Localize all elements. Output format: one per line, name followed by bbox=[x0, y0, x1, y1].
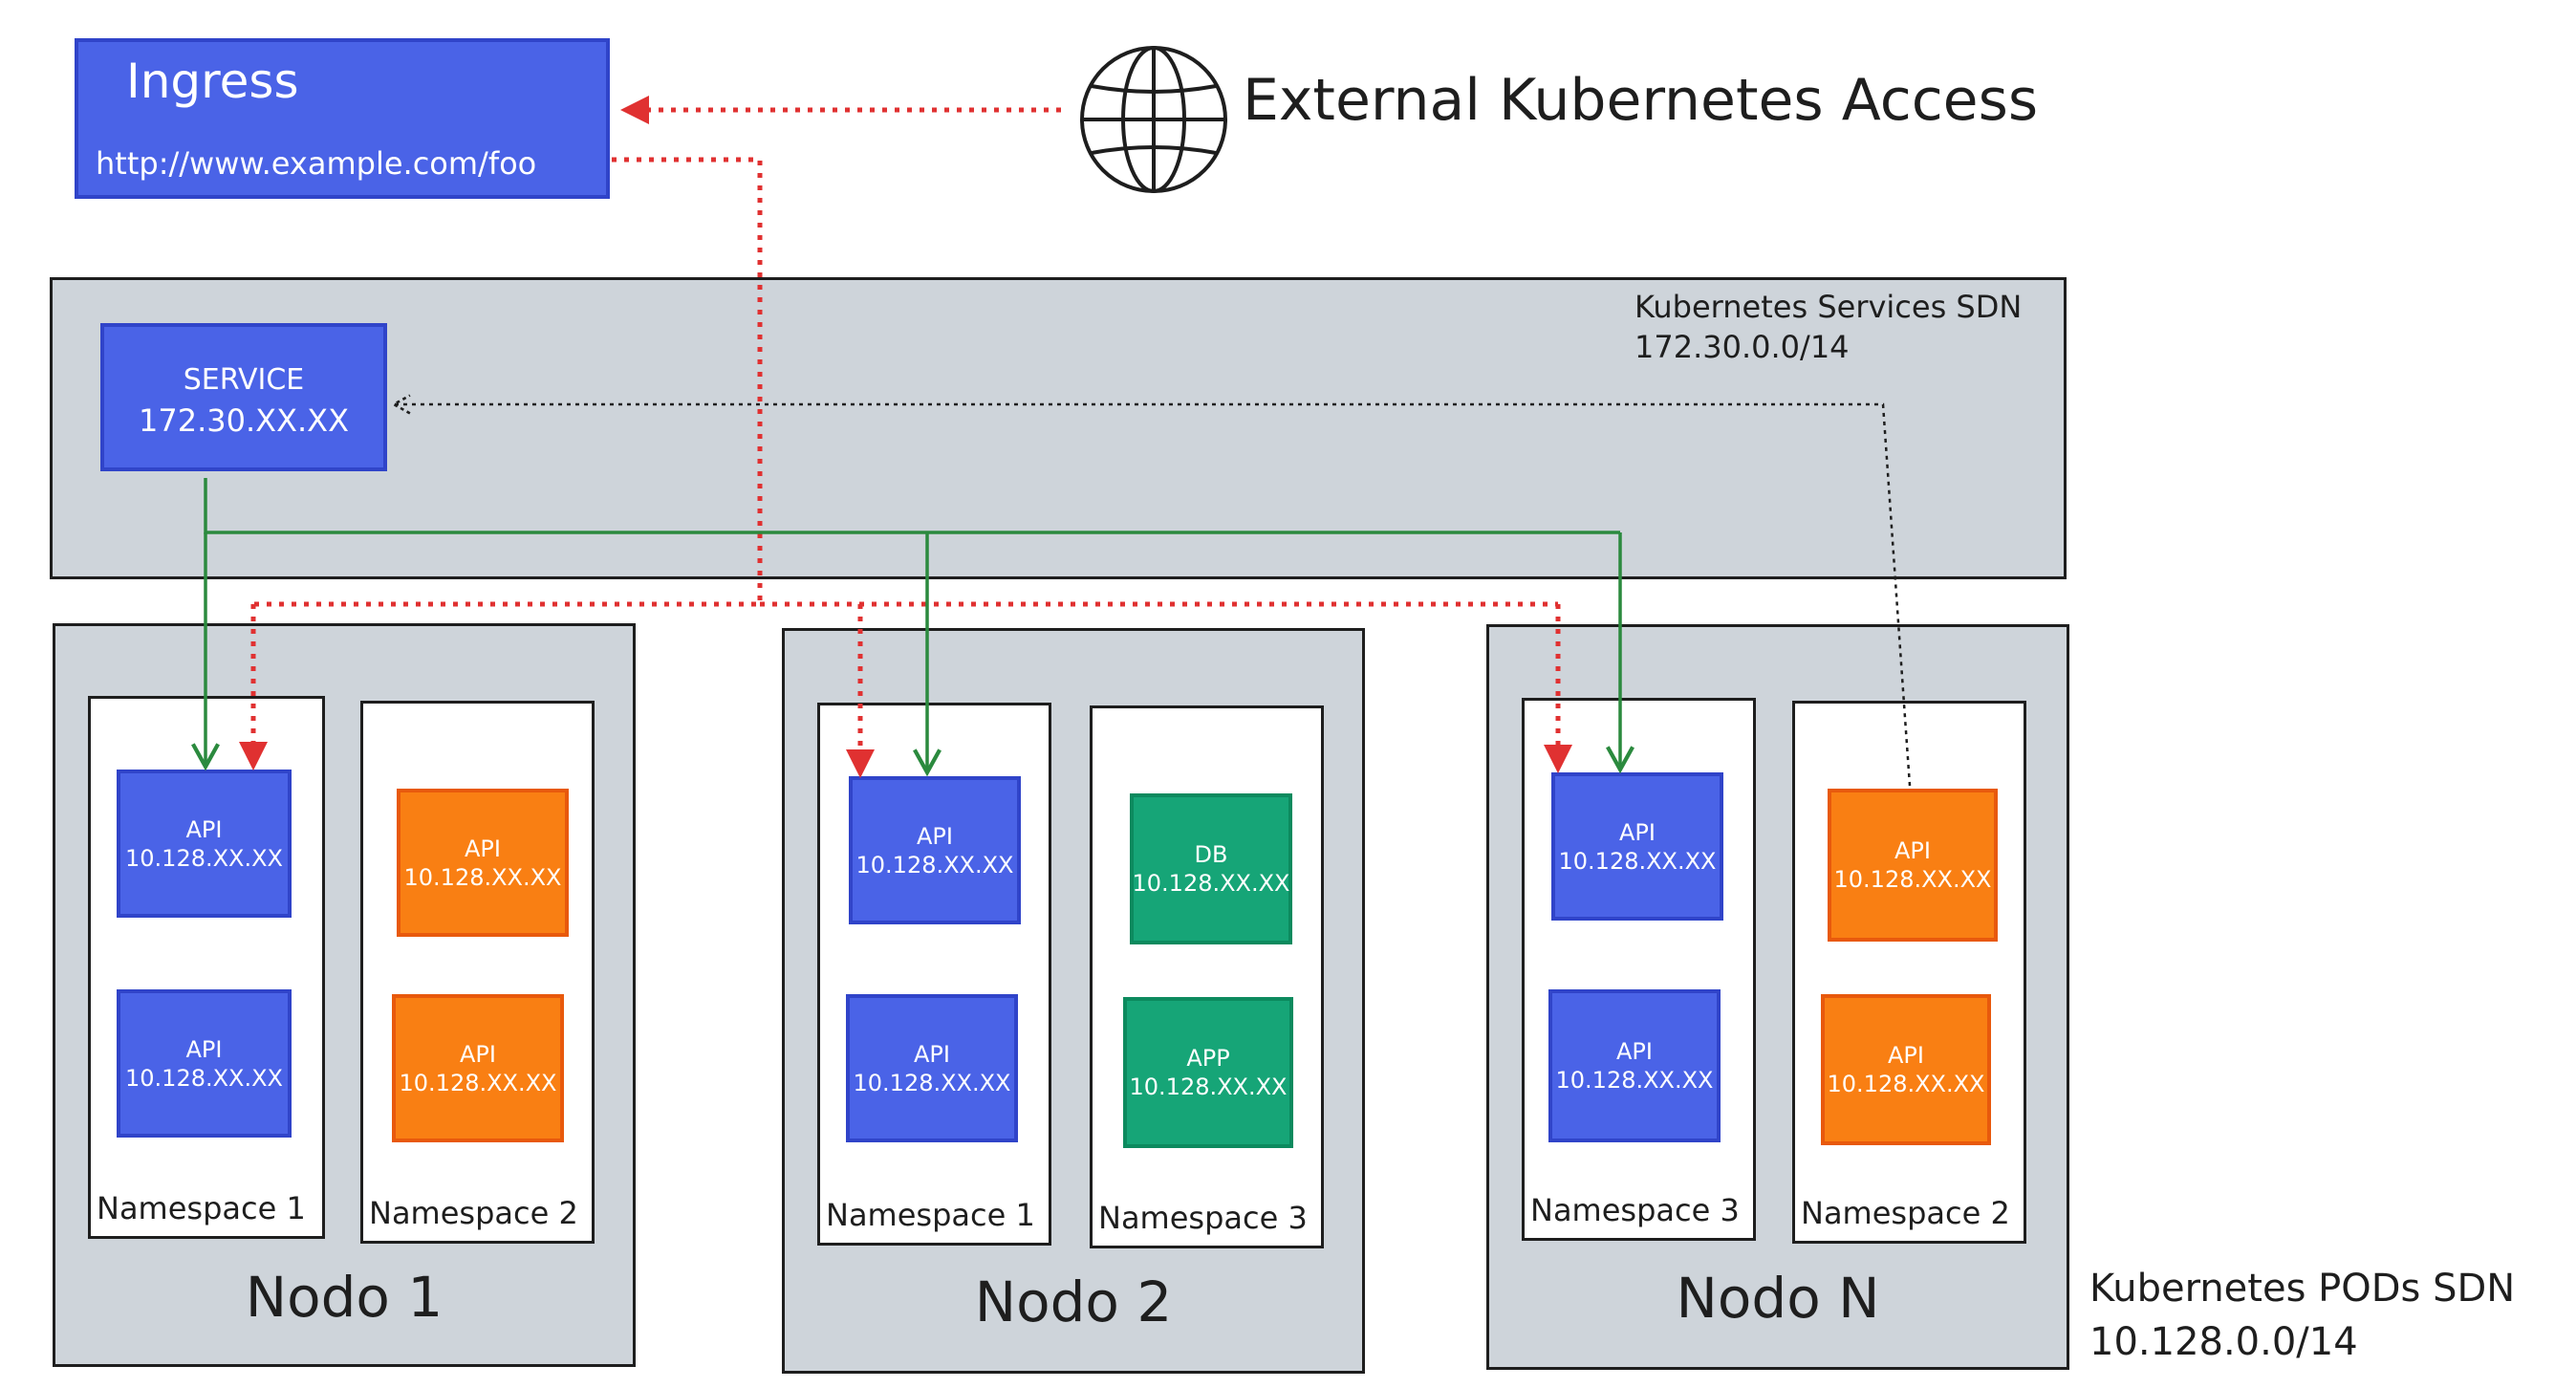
pod: API 10.128.XX.XX bbox=[849, 776, 1021, 924]
pod-ip: 10.128.XX.XX bbox=[853, 1069, 1011, 1096]
namespace-label: Namespace 2 bbox=[369, 1195, 578, 1231]
pod-ip: 10.128.XX.XX bbox=[399, 1069, 557, 1096]
namespace-label: Namespace 2 bbox=[1801, 1195, 2010, 1231]
services-sdn-label: Kubernetes Services SDN 172.30.0.0/14 bbox=[1634, 287, 2022, 367]
services-sdn-cidr: 172.30.0.0/14 bbox=[1634, 329, 1850, 365]
namespace-box: Namespace 2 bbox=[360, 701, 595, 1244]
pod-ip: 10.128.XX.XX bbox=[1827, 1071, 1985, 1097]
pod: API 10.128.XX.XX bbox=[1551, 772, 1723, 921]
service-box: SERVICE 172.30.XX.XX bbox=[100, 323, 387, 471]
pod: API 10.128.XX.XX bbox=[1821, 994, 1991, 1145]
pod-ip: 10.128.XX.XX bbox=[1132, 870, 1290, 897]
node-label: Nodo 1 bbox=[245, 1265, 444, 1330]
globe-icon bbox=[1080, 46, 1227, 193]
pod: API 10.128.XX.XX bbox=[846, 994, 1018, 1142]
pod-name: API bbox=[917, 822, 953, 850]
pod-ip: 10.128.XX.XX bbox=[1555, 1067, 1714, 1094]
services-sdn-title: Kubernetes Services SDN bbox=[1634, 289, 2023, 325]
pod: API 10.128.XX.XX bbox=[392, 994, 564, 1142]
pod-name: API bbox=[460, 1040, 496, 1068]
pod-ip: 10.128.XX.XX bbox=[125, 844, 283, 872]
pod-name: DB bbox=[1194, 841, 1228, 868]
namespace-label: Namespace 3 bbox=[1530, 1192, 1740, 1228]
ingress-box: Ingress http://www.example.com/foo bbox=[75, 38, 610, 199]
pod: API 10.128.XX.XX bbox=[1548, 989, 1721, 1142]
pod-name: API bbox=[465, 835, 501, 862]
ingress-url: http://www.example.com/foo bbox=[96, 145, 537, 182]
namespace-label: Namespace 3 bbox=[1098, 1200, 1308, 1236]
pods-sdn-title: Kubernetes PODs SDN bbox=[2089, 1267, 2516, 1311]
pod-ip: 10.128.XX.XX bbox=[855, 851, 1014, 878]
pod-name: APP bbox=[1186, 1045, 1230, 1072]
namespace-label: Namespace 1 bbox=[826, 1197, 1035, 1233]
pod: API 10.128.XX.XX bbox=[397, 789, 569, 937]
pod-name: API bbox=[1894, 837, 1931, 864]
pods-sdn-label: Kubernetes PODs SDN 10.128.0.0/14 bbox=[2089, 1262, 2515, 1369]
namespace-box: Namespace 3 bbox=[1090, 705, 1324, 1248]
pod-ip: 10.128.XX.XX bbox=[1833, 866, 1992, 893]
pod-name: API bbox=[914, 1040, 950, 1068]
pod-name: API bbox=[185, 1035, 223, 1063]
pod-ip: 10.128.XX.XX bbox=[125, 1064, 283, 1092]
pod-ip: 10.128.XX.XX bbox=[403, 863, 562, 891]
node-label: Nodo N bbox=[1676, 1266, 1880, 1331]
ingress-title: Ingress bbox=[126, 54, 299, 109]
pod-name: API bbox=[1888, 1042, 1924, 1069]
namespace-label: Namespace 1 bbox=[97, 1190, 306, 1226]
pod-ip: 10.128.XX.XX bbox=[1129, 1074, 1288, 1100]
pod: API 10.128.XX.XX bbox=[117, 770, 292, 918]
pod-name: API bbox=[185, 815, 223, 843]
pod: API 10.128.XX.XX bbox=[117, 989, 292, 1138]
external-access-label: External Kubernetes Access bbox=[1243, 67, 2039, 134]
pod-name: API bbox=[1619, 818, 1656, 846]
pod-name: API bbox=[1616, 1038, 1653, 1065]
pod: APP 10.128.XX.XX bbox=[1123, 997, 1293, 1148]
node-label: Nodo 2 bbox=[974, 1269, 1173, 1334]
pod: API 10.128.XX.XX bbox=[1828, 789, 1998, 942]
pod: DB 10.128.XX.XX bbox=[1130, 793, 1292, 944]
pod-ip: 10.128.XX.XX bbox=[1558, 847, 1717, 875]
service-title: SERVICE bbox=[183, 363, 305, 397]
namespace-box: Namespace 2 bbox=[1792, 701, 2026, 1244]
pods-sdn-cidr: 10.128.0.0/14 bbox=[2089, 1320, 2358, 1364]
service-ip: 172.30.XX.XX bbox=[139, 402, 349, 439]
